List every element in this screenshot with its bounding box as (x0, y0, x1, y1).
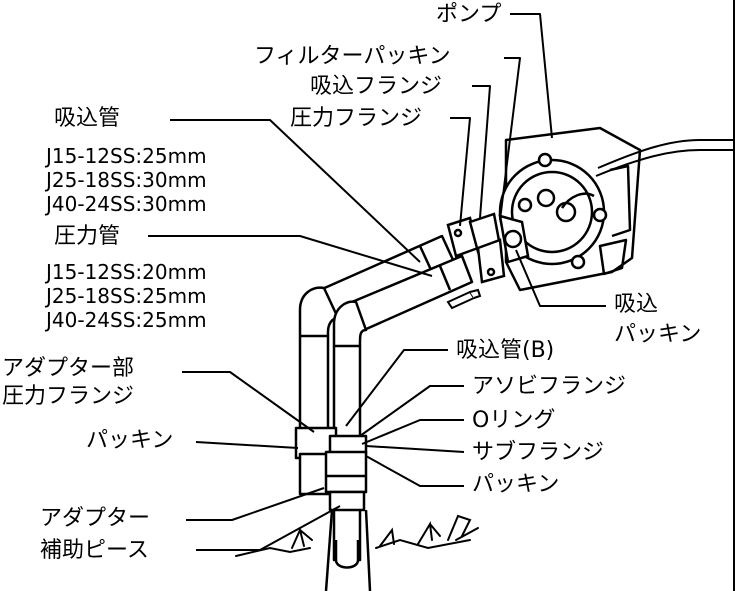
label-filter-packing: フィルターパッキン (254, 44, 451, 69)
label-asobi-flange: アソビフランジ (472, 374, 627, 399)
spec-pressure-pipe-1: J15-12SS:20mm (46, 260, 207, 284)
suction-packing-gasket (498, 214, 530, 264)
adapter-assembly (294, 426, 372, 591)
label-suction-pipe: 吸込管 (54, 106, 121, 131)
leader-lines (148, 13, 606, 551)
label-aux-piece: 補助ピース (40, 538, 149, 563)
label-pressure-flange: 圧力フランジ (290, 106, 423, 131)
label-adapter-pressure-flange-2: 圧力フランジ (2, 384, 135, 409)
spec-suction-pipe-2: J25-18SS:30mm (46, 168, 207, 192)
label-suction-packing-1: 吸込 (614, 292, 659, 317)
label-pump: ポンプ (436, 2, 502, 27)
pump-body (498, 126, 734, 292)
spec-suction-pipe-1: J15-12SS:25mm (46, 144, 207, 168)
label-pressure-pipe: 圧力管 (54, 224, 121, 249)
spec-suction-pipe-3: J40-24SS:30mm (46, 192, 207, 216)
label-adapter-pressure-flange-1: アダプター部 (2, 356, 135, 381)
label-adapter: アダプター (40, 506, 151, 531)
label-o-ring: Oリング (472, 408, 556, 433)
spec-pressure-pipe-3: J40-24SS:25mm (46, 308, 207, 332)
screw-drawing (446, 288, 482, 310)
label-packing-right: パッキン (472, 472, 560, 497)
ground-lines (235, 514, 479, 557)
suction-pipe-drawing (298, 234, 456, 442)
pipe-flanges (446, 212, 506, 284)
label-sub-flange: サブフランジ (472, 440, 605, 465)
label-suction-packing-2: パッキン (614, 322, 702, 347)
label-packing-left: パッキン (86, 428, 174, 453)
spec-pressure-pipe-2: J25-18SS:25mm (46, 284, 207, 308)
label-suction-flange: 吸込フランジ (310, 74, 443, 99)
label-suction-pipe-b: 吸込管(B) (456, 338, 555, 363)
